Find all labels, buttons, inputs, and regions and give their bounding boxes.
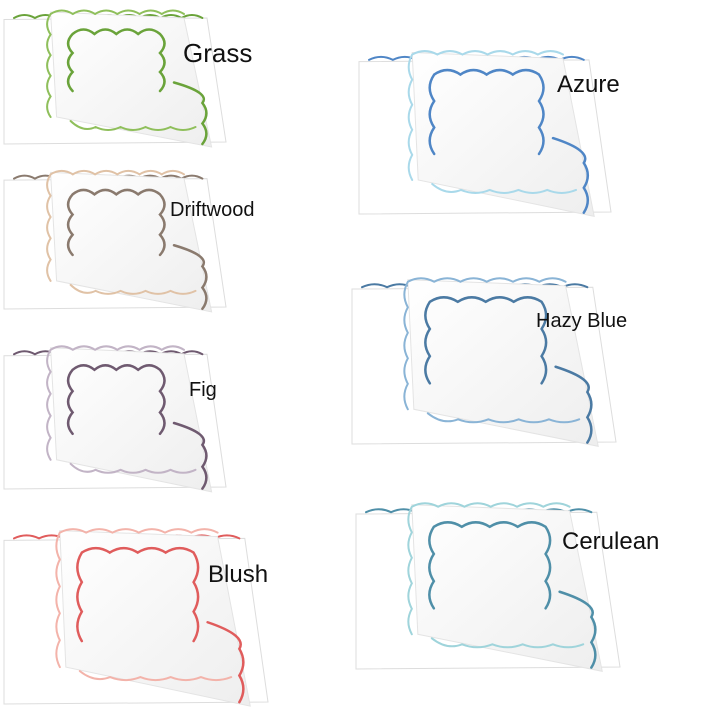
scallop-border (69, 462, 197, 474)
scallop-border (46, 345, 185, 461)
scallop-border (407, 502, 571, 636)
scallop-border (76, 546, 200, 643)
swatch-hazy-blue-image (351, 277, 617, 447)
swatch-fig-image (3, 345, 227, 493)
sheet-fold (59, 530, 251, 707)
sheet-fold (50, 11, 213, 148)
scallop-border (78, 670, 233, 682)
swatch-driftwood-image (3, 169, 227, 313)
sheet-fold (407, 279, 599, 447)
swatch-azure-image (358, 50, 612, 218)
swatch-grass-image (3, 9, 227, 148)
scallop-border (206, 621, 245, 704)
scallop-border (428, 521, 552, 610)
scallop-border (66, 364, 166, 436)
scallop-border (69, 120, 197, 131)
swatch-grass-label: Grass (183, 38, 253, 68)
scallop-border (558, 590, 597, 669)
scallop-border (172, 421, 208, 490)
scallop-border (66, 188, 166, 257)
swatch-blush-label: Blush (208, 561, 269, 588)
swatch-hazy-blue-label: Hazy Blue (536, 310, 628, 332)
scallop-border (554, 365, 593, 444)
scallop-border (431, 182, 577, 194)
swatch-cerulean-image (355, 502, 621, 672)
scallop-border (172, 244, 208, 311)
swatch-cerulean-label: Cerulean (562, 528, 660, 555)
scallop-border (428, 68, 545, 156)
scallop-border (430, 637, 585, 649)
scallop-border (407, 50, 564, 181)
swatch-fig-label: Fig (189, 379, 217, 401)
scallop-border (551, 136, 590, 214)
sheet-fold (50, 171, 213, 313)
scallop-border (55, 528, 219, 669)
scallop-border (46, 169, 185, 282)
scallop-border (46, 9, 185, 118)
scallop-border (426, 412, 581, 424)
scallop-border (172, 81, 208, 146)
swatch-driftwood-label: Driftwood (170, 199, 255, 221)
sheet-fold (411, 52, 595, 218)
scallop-border (66, 28, 166, 93)
scallop-border (424, 296, 548, 385)
sheet-fold (50, 347, 213, 493)
swatch-blush-image (3, 528, 269, 707)
sheet-fold (411, 504, 603, 672)
scallop-border (69, 283, 197, 295)
scallop-border (403, 277, 567, 411)
swatch-azure-label: Azure (557, 71, 620, 98)
